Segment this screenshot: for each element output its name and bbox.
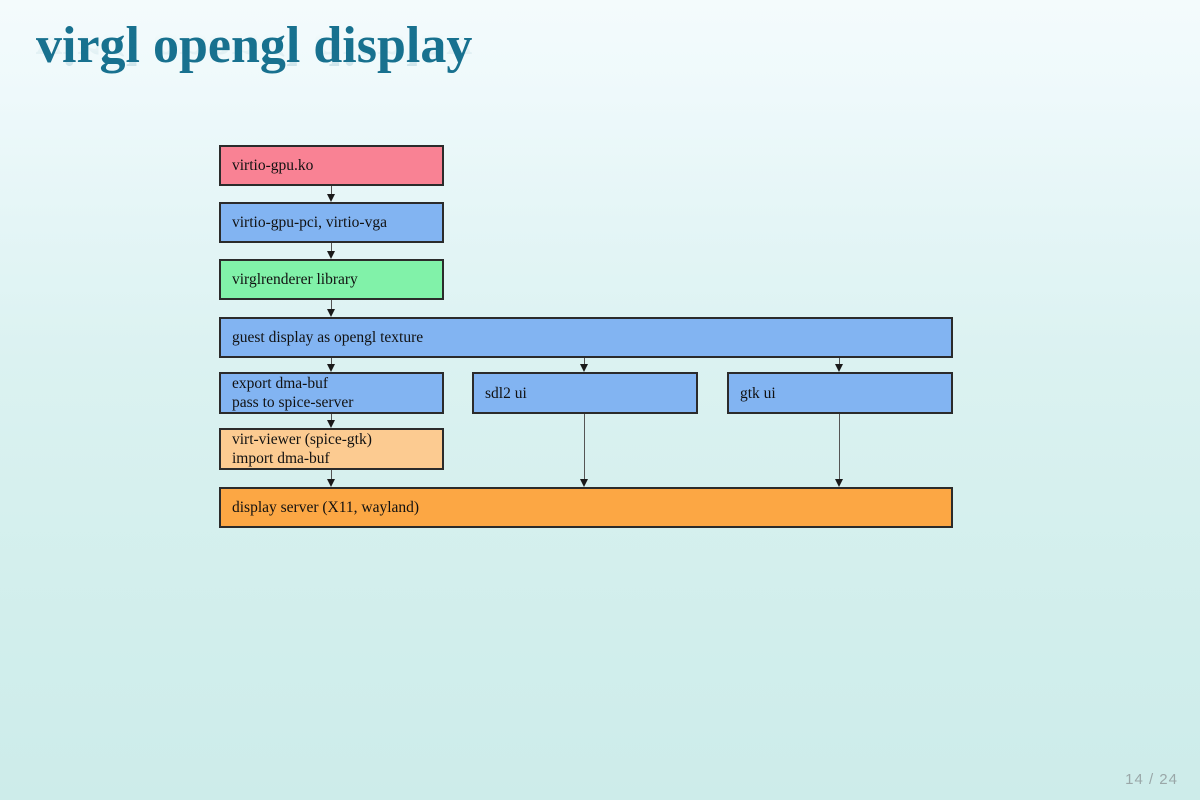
node-label: sdl2 ui	[485, 384, 527, 402]
connector-edge-virgl-to-guest	[331, 300, 332, 311]
arrowhead-edge-guest-to-export	[327, 364, 335, 372]
node-virglrenderer-library: virglrenderer library	[219, 259, 444, 300]
node-virtio-gpu-pci: virtio-gpu-pci, virtio-vga	[219, 202, 444, 243]
arrowhead-edge-gtk-to-server	[835, 479, 843, 487]
node-export-dma-buf: export dma-buf pass to spice-server	[219, 372, 444, 414]
node-sdl2-ui: sdl2 ui	[472, 372, 698, 414]
node-label: virtio-gpu.ko	[232, 157, 314, 174]
connector-edge-pci-to-virgl	[331, 243, 332, 253]
connector-edge-export-to-virtviewer	[331, 414, 332, 422]
node-gtk-ui: gtk ui	[727, 372, 953, 414]
node-guest-display-opengl-texture: guest display as opengl texture	[219, 317, 953, 358]
page-title: virgl opengl display	[36, 17, 473, 74]
arrowhead-edge-virgl-to-guest	[327, 309, 335, 317]
arrowhead-edge-virtviewer-to-server	[327, 479, 335, 487]
node-label: gtk ui	[740, 384, 776, 402]
connector-edge-gtk-to-server	[839, 414, 840, 481]
node-display-server: display server (X11, wayland)	[219, 487, 953, 528]
node-label: import dma-buf	[232, 450, 330, 467]
connector-edge-guest-to-sdl2	[584, 358, 585, 366]
arrowhead-edge-guest-to-gtk	[835, 364, 843, 372]
arrowhead-edge-export-to-virtviewer	[327, 420, 335, 428]
slide-header: virgl opengl display virgl opengl displa…	[36, 18, 936, 110]
arrowhead-edge-sdl2-to-server	[580, 479, 588, 487]
node-label: virtio-gpu-pci, virtio-vga	[232, 214, 387, 231]
node-virtio-gpu-ko: virtio-gpu.ko	[219, 145, 444, 186]
node-label: virglrenderer library	[232, 271, 358, 288]
connector-edge-guest-to-export	[331, 358, 332, 366]
arrowhead-edge-guest-to-sdl2	[580, 364, 588, 372]
connector-edge-virtviewer-to-server	[331, 470, 332, 481]
node-virt-viewer-spice-gtk: virt-viewer (spice-gtk) import dma-buf	[219, 428, 444, 470]
arrowhead-edge-pci-to-virgl	[327, 251, 335, 259]
node-label: guest display as opengl texture	[232, 329, 424, 346]
arrowhead-edge-ko-to-pci	[327, 194, 335, 202]
node-label: export dma-buf	[232, 375, 328, 392]
connector-edge-sdl2-to-server	[584, 414, 585, 481]
node-label: display server (X11, wayland)	[232, 499, 420, 516]
node-label: virt-viewer (spice-gtk)	[232, 431, 372, 448]
page-number: 14 / 24	[1125, 771, 1178, 788]
node-label: pass to spice-server	[232, 394, 354, 411]
connector-edge-ko-to-pci	[331, 186, 332, 196]
connector-edge-guest-to-gtk	[839, 358, 840, 366]
